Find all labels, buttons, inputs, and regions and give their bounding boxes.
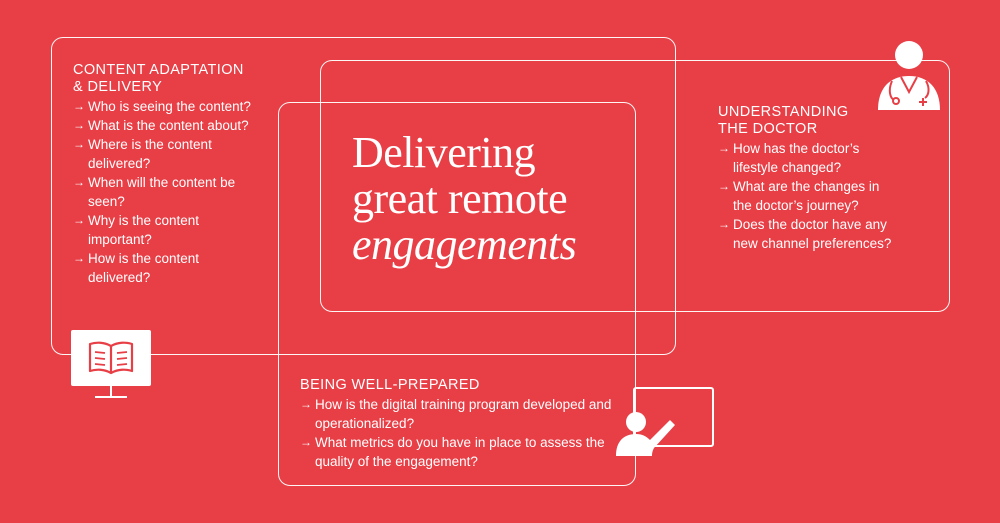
list-item-text: How has the doctor’s lifestyle changed? <box>733 141 860 175</box>
arrow-right-icon: → <box>300 397 312 411</box>
headline-line1: Delivering <box>352 128 536 177</box>
list-item: →How is the digital training program dev… <box>300 395 615 433</box>
content-adaptation-title: CONTENT ADAPTATION & DELIVERY <box>73 62 263 96</box>
list-item-text: Who is seeing the content? <box>88 99 251 114</box>
well-prepared-section: BEING WELL-PREPARED →How is the digital … <box>300 377 615 471</box>
headline: Delivering great remote engagements <box>352 130 622 268</box>
understanding-doctor-section: UNDERSTANDING THE DOCTOR →How has the do… <box>718 104 898 253</box>
list-item: →Why is the content important? <box>73 211 263 249</box>
doctor-icon <box>878 41 940 110</box>
list-item: →When will the content be seen? <box>73 173 263 211</box>
list-item: →What metrics do you have in place to as… <box>300 433 615 471</box>
book-monitor-icon <box>71 330 151 398</box>
list-item: →Who is seeing the content? <box>73 97 263 116</box>
content-adaptation-title-line2: & DELIVERY <box>73 79 163 95</box>
understanding-doctor-title-line2: THE DOCTOR <box>718 121 818 137</box>
list-item: →How has the doctor’s lifestyle changed? <box>718 139 898 177</box>
content-adaptation-title-line1: CONTENT ADAPTATION <box>73 62 244 78</box>
list-item-text: When will the content be seen? <box>88 175 236 209</box>
headline-line2: great remote <box>352 174 568 223</box>
arrow-right-icon: → <box>718 179 730 193</box>
content-adaptation-frame <box>51 37 676 355</box>
arrow-right-icon: → <box>73 118 85 132</box>
understanding-doctor-title-line1: UNDERSTANDING <box>718 104 849 120</box>
arrow-right-icon: → <box>73 137 85 151</box>
list-item-text: What are the changes in the doctor’s jou… <box>733 179 880 213</box>
understanding-doctor-list: →How has the doctor’s lifestyle changed?… <box>718 139 898 253</box>
list-item-text: What metrics do you have in place to ass… <box>315 435 605 469</box>
list-item-text: Where is the content delivered? <box>88 137 212 171</box>
list-item: →Where is the content delivered? <box>73 135 263 173</box>
understanding-doctor-title: UNDERSTANDING THE DOCTOR <box>718 104 898 138</box>
arrow-right-icon: → <box>718 141 730 155</box>
arrow-right-icon: → <box>73 175 85 189</box>
presenter-icon <box>616 387 714 456</box>
headline-line3: engagements <box>352 220 577 269</box>
list-item-text: Why is the content important? <box>88 213 200 247</box>
arrow-right-icon: → <box>73 213 85 227</box>
arrow-right-icon: → <box>300 435 312 449</box>
list-item: →What are the changes in the doctor’s jo… <box>718 177 898 215</box>
well-prepared-frame <box>278 102 636 486</box>
content-adaptation-section: CONTENT ADAPTATION & DELIVERY →Who is se… <box>73 62 263 287</box>
arrow-right-icon: → <box>718 217 730 231</box>
well-prepared-title: BEING WELL-PREPARED <box>300 377 480 393</box>
list-item: →What is the content about? <box>73 116 263 135</box>
arrow-right-icon: → <box>73 251 85 265</box>
content-adaptation-list: →Who is seeing the content? →What is the… <box>73 97 263 287</box>
list-item-text: How is the content delivered? <box>88 251 200 285</box>
well-prepared-list: →How is the digital training program dev… <box>300 395 615 471</box>
list-item: →Does the doctor have any new channel pr… <box>718 215 898 253</box>
list-item-text: How is the digital training program deve… <box>315 397 612 431</box>
list-item: →How is the content delivered? <box>73 249 263 287</box>
list-item-text: What is the content about? <box>88 118 249 133</box>
arrow-right-icon: → <box>73 99 85 113</box>
list-item-text: Does the doctor have any new channel pre… <box>733 217 892 251</box>
